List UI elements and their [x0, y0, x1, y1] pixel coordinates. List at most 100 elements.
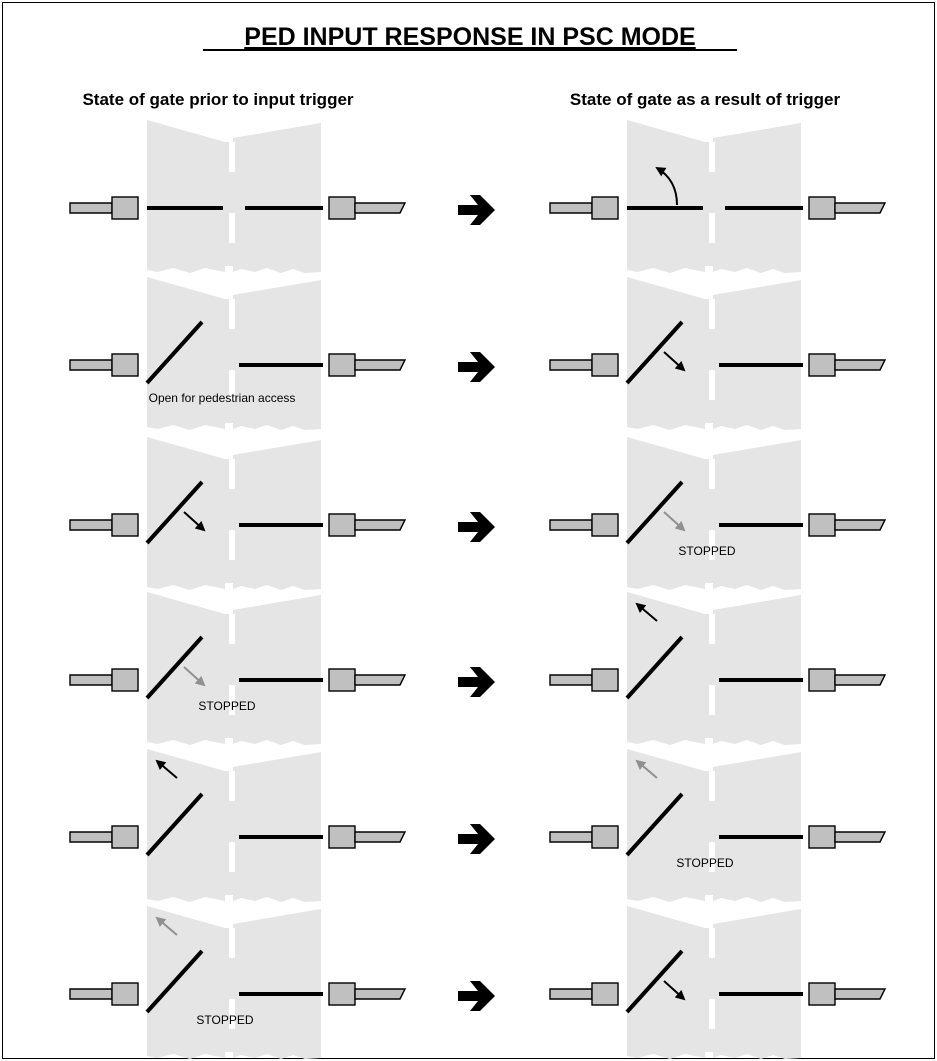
left-post [111, 353, 139, 377]
left-post [591, 825, 619, 849]
center-slot-bottom [229, 999, 235, 1029]
left-rail [69, 519, 113, 531]
floor-area [147, 749, 321, 902]
transition-arrow-row-5 [458, 824, 495, 854]
transition-arrow-row-2 [458, 352, 495, 382]
right-post [328, 825, 356, 849]
right-rail [834, 988, 887, 1000]
right-post [808, 196, 836, 220]
center-slot-bottom [709, 842, 715, 872]
center-slot-top [709, 459, 715, 489]
left-rail [549, 674, 593, 686]
left-gate-leaf [145, 792, 204, 857]
right-post [808, 513, 836, 537]
caption-stopped: STOPPED [196, 1013, 253, 1027]
center-slot-top [229, 771, 235, 801]
right-rail [354, 202, 407, 214]
left-gate-leaf [145, 480, 204, 545]
center-slot-bottom [229, 370, 235, 400]
heading-before: State of gate prior to input trigger [82, 90, 353, 109]
center-slot-bottom [229, 530, 235, 560]
motion-arrow [663, 980, 686, 1001]
left-post [111, 513, 139, 537]
center-slot-top [709, 142, 715, 172]
gate-panel-before-row-1 [69, 120, 407, 273]
right-post [808, 825, 836, 849]
left-rail [549, 202, 593, 214]
center-slot-bottom [709, 685, 715, 715]
left-rail [69, 674, 113, 686]
right-rail [354, 519, 407, 531]
caption-stopped: STOPPED [198, 699, 255, 713]
left-rail [69, 831, 113, 843]
left-rail [549, 359, 593, 371]
left-post [111, 825, 139, 849]
left-gate-leaf [625, 635, 684, 700]
floor-area [627, 592, 801, 745]
left-gate-leaf [625, 949, 684, 1014]
right-post [328, 353, 356, 377]
right-rail [354, 831, 407, 843]
motion-arrow [635, 602, 658, 622]
gate-panel-after-row-5: STOPPED [549, 749, 887, 902]
gate-panel-after-row-4 [549, 592, 887, 745]
right-post [328, 513, 356, 537]
left-post [111, 196, 139, 220]
floor-area [147, 120, 321, 273]
stopped-motion-arrow [183, 666, 206, 687]
left-rail [549, 831, 593, 843]
gate-panel-before-row-4: STOPPED [69, 592, 407, 745]
left-gate-leaf [625, 480, 684, 545]
floor-area [147, 277, 321, 430]
left-gate-leaf [145, 320, 204, 385]
left-rail [69, 988, 113, 1000]
heading-after: State of gate as a result of trigger [570, 90, 841, 109]
gate-panel-before-row-6: STOPPED [69, 906, 407, 1059]
floor-area [627, 120, 801, 273]
floor-area [627, 906, 801, 1059]
gate-panel-before-row-5 [69, 749, 407, 902]
motion-arrow [155, 759, 178, 779]
gate-panel-after-row-1 [549, 120, 887, 273]
floor-area [627, 277, 801, 430]
stopped-motion-arrow [155, 916, 178, 936]
caption-stopped: STOPPED [678, 544, 735, 558]
right-post [808, 982, 836, 1006]
floor-area [627, 749, 801, 902]
caption-stopped: STOPPED [676, 856, 733, 870]
center-slot-top [229, 142, 235, 172]
floor-area [147, 437, 321, 590]
center-slot-bottom [229, 685, 235, 715]
center-slot-bottom [709, 370, 715, 400]
transition-arrow-row-1 [458, 195, 495, 225]
left-rail [69, 202, 113, 214]
center-slot-top [229, 459, 235, 489]
center-slot-bottom [709, 999, 715, 1029]
left-gate-leaf [145, 635, 204, 700]
right-rail [834, 359, 887, 371]
transition-arrow-row-4 [458, 667, 495, 697]
center-slot-top [709, 928, 715, 958]
right-rail [834, 202, 887, 214]
left-rail [549, 988, 593, 1000]
motion-arrow [655, 166, 678, 206]
caption-open-for-pedestrian-access: Open for pedestrian access [149, 391, 296, 405]
gate-panel-before-row-2: Open for pedestrian access [69, 277, 407, 430]
right-rail [834, 674, 887, 686]
center-slot-bottom [229, 842, 235, 872]
center-slot-top [709, 614, 715, 644]
left-gate-leaf [625, 792, 684, 857]
right-post [328, 196, 356, 220]
page-title: PED INPUT RESPONSE IN PSC MODE [244, 23, 695, 51]
gate-panel-after-row-3: STOPPED [549, 437, 887, 590]
right-post [808, 668, 836, 692]
left-rail [549, 519, 593, 531]
left-post [111, 982, 139, 1006]
right-post [808, 353, 836, 377]
left-post [591, 513, 619, 537]
right-rail [354, 674, 407, 686]
center-slot-top [229, 928, 235, 958]
stopped-motion-arrow [635, 759, 658, 779]
